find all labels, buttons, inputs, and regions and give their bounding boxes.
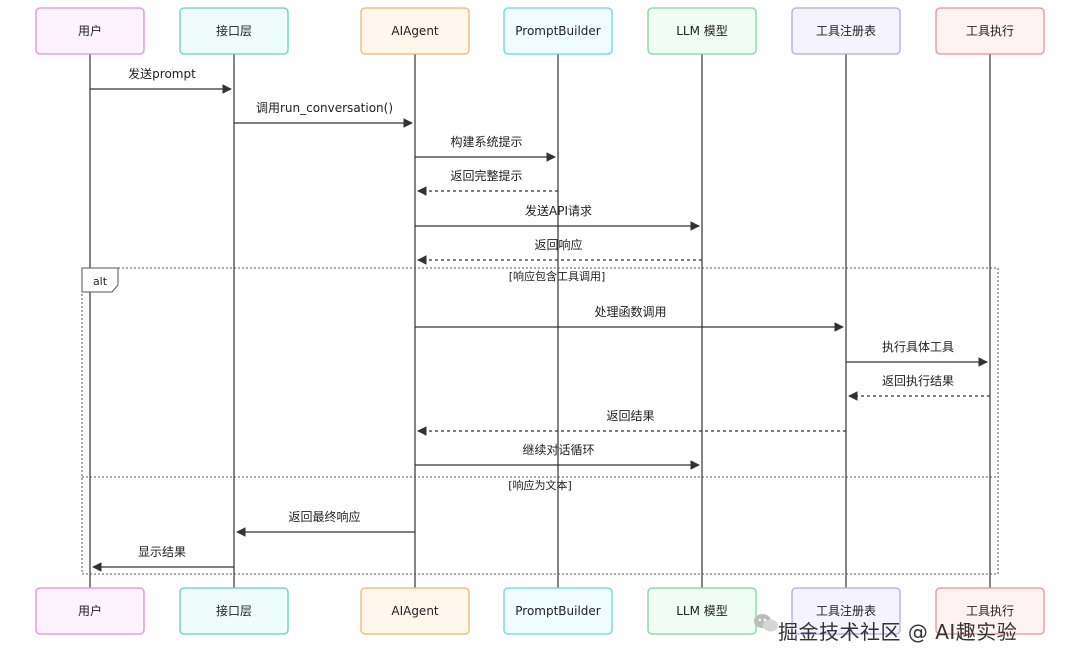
message-12: 返回最终响应: [236, 509, 415, 537]
message-label: 显示结果: [138, 545, 186, 559]
message-label: 执行具体工具: [882, 340, 954, 354]
participant-label: 用户: [78, 23, 102, 38]
participant-label: AIAgent: [391, 604, 439, 618]
message-2: 调用run_conversation(): [234, 101, 413, 128]
message-label: 调用run_conversation(): [256, 101, 393, 115]
participant-box: [360, 7, 470, 55]
message-label: 返回响应: [534, 237, 582, 252]
participant-label: 接口层: [216, 23, 252, 38]
message-11: 继续对话循环: [415, 443, 700, 470]
message-1: 发送prompt: [90, 66, 232, 94]
participant-prompt-top[interactable]: PromptBuilder: [503, 7, 613, 55]
participant-llm-bottom[interactable]: LLM 模型: [647, 587, 757, 635]
watermark-text: 掘金技术社区 @ AI趣实验: [778, 620, 1018, 644]
message-label: 构建系统提示: [450, 134, 522, 149]
participant-api-top[interactable]: 接口层: [179, 7, 289, 55]
participant-registry-top[interactable]: 工具注册表: [791, 7, 901, 55]
participant-label: 工具注册表: [816, 603, 876, 618]
participant-label: PromptBuilder: [515, 604, 601, 618]
participant-agent-bottom[interactable]: AIAgent: [360, 587, 470, 635]
participant-user-bottom[interactable]: 用户: [35, 587, 145, 635]
message-7: 处理函数调用: [415, 304, 844, 332]
participant-label: 接口层: [216, 603, 252, 618]
participant-box: [179, 7, 289, 55]
message-10: 返回结果: [417, 409, 846, 436]
alt-condition-2: [响应为文本]: [508, 478, 572, 492]
message-label: 返回执行结果: [882, 374, 954, 388]
participant-prompt-bottom[interactable]: PromptBuilder: [503, 587, 613, 635]
participant-box: [791, 587, 901, 635]
participant-box: [179, 587, 289, 635]
message-label: 处理函数调用: [594, 304, 666, 319]
participant-box: [935, 7, 1045, 55]
participant-label: LLM 模型: [676, 24, 728, 38]
watermark-logo-icon: [754, 614, 778, 632]
participant-label: AIAgent: [391, 24, 439, 38]
participant-exec-top[interactable]: 工具执行: [935, 7, 1045, 55]
message-5: 发送API请求: [415, 203, 700, 231]
message-label: 返回结果: [606, 409, 654, 423]
participant-label: 工具执行: [966, 24, 1014, 38]
participant-api-bottom[interactable]: 接口层: [179, 587, 289, 635]
participant-box: [935, 587, 1045, 635]
message-6: 返回响应: [417, 237, 702, 265]
lifelines: [89, 54, 991, 588]
participant-label: 工具执行: [966, 604, 1014, 618]
participant-label: 用户: [78, 603, 102, 618]
participant-llm-top[interactable]: LLM 模型: [647, 7, 757, 55]
participant-box: [360, 587, 470, 635]
message-13: 显示结果: [92, 545, 234, 572]
alt-frame-border: [81, 267, 999, 575]
message-9: 返回执行结果: [848, 374, 990, 401]
participant-user-top[interactable]: 用户: [35, 7, 145, 55]
participant-label: 工具注册表: [816, 23, 876, 38]
participant-exec-bottom[interactable]: 工具执行: [935, 587, 1045, 635]
participant-box: [35, 7, 145, 55]
message-8: 执行具体工具: [846, 340, 988, 367]
participant-registry-bottom[interactable]: 工具注册表: [791, 587, 901, 635]
message-label: 发送prompt: [128, 66, 196, 81]
participant-box: [647, 587, 757, 635]
alt-frame: alt [响应包含工具调用] [响应为文本]: [81, 267, 999, 575]
message-label: 返回最终响应: [288, 509, 360, 524]
participant-box: [503, 587, 613, 635]
participant-box: [503, 7, 613, 55]
messages: 发送prompt 调用run_conversation() 构建系统提示返回完整提示…: [90, 66, 990, 572]
participant-label: PromptBuilder: [515, 24, 601, 38]
alt-condition-1: [响应包含工具调用]: [509, 269, 606, 283]
message-3: 构建系统提示: [415, 134, 556, 162]
participant-box: [35, 587, 145, 635]
message-4: 返回完整提示: [417, 168, 558, 196]
participant-box: [791, 7, 901, 55]
participant-boxes: 用户用户接口层接口层AIAgentAIAgentPromptBuilderPro…: [35, 7, 1045, 635]
participant-label: LLM 模型: [676, 604, 728, 618]
alt-frame-label-box: [81, 267, 119, 293]
message-label: 发送API请求: [525, 203, 592, 218]
message-label: 继续对话循环: [522, 443, 594, 457]
message-label: 返回完整提示: [450, 168, 522, 183]
participant-box: [647, 7, 757, 55]
participant-agent-top[interactable]: AIAgent: [360, 7, 470, 55]
alt-keyword: alt: [93, 275, 108, 288]
